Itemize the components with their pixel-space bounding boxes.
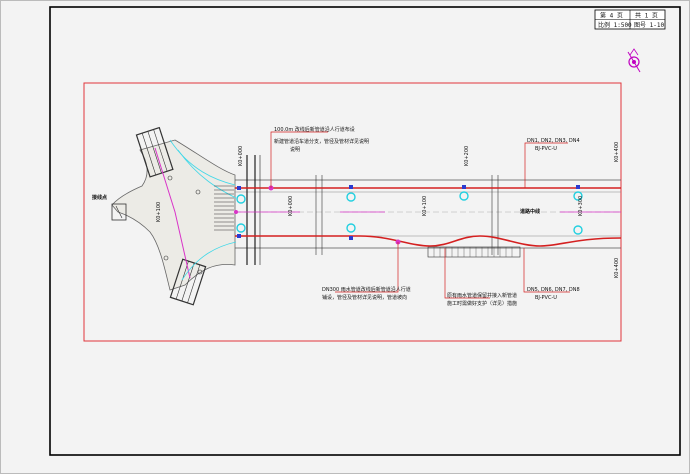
title-block: 第 4 页 共 1 页 比例 1:500 图号 1-10 bbox=[594, 9, 666, 30]
top-callout-line2: 新建管道沿车道分支，管径及管材详见说明 bbox=[274, 138, 369, 145]
station-intersection: K0+100 bbox=[156, 202, 162, 222]
station-right-bottom: K0+400 bbox=[614, 258, 620, 278]
sheet-number: 第 4 页 bbox=[600, 12, 623, 20]
scale-label: 比例 1:500 bbox=[598, 21, 632, 29]
main-road bbox=[235, 155, 621, 265]
bottom-center-line2: 施工时需做好支护（详见）措施 bbox=[447, 300, 517, 307]
bottom-mid-line1: DN300 雨水管道改线后新管道沿人行道 bbox=[322, 286, 411, 293]
top-callout-line3: 说明 bbox=[290, 146, 300, 153]
top-right-line2: BJ-PVC-U bbox=[535, 146, 557, 152]
north-arrow-icon bbox=[627, 48, 641, 73]
station-c: K0+200 bbox=[464, 146, 470, 166]
station-left-top: K0+000 bbox=[238, 146, 244, 166]
drawing-frame bbox=[49, 6, 681, 456]
bottom-right-line1: DN5, DN6, DN7, DN8 bbox=[527, 287, 580, 293]
station-d: K0+300 bbox=[578, 196, 584, 216]
drawing-number: 图号 1-10 bbox=[634, 22, 664, 29]
leader-lines bbox=[270, 131, 570, 299]
top-right-line1: DN1, DN2, DN3, DN4 bbox=[527, 138, 580, 144]
pipe-network bbox=[235, 187, 622, 247]
intersection bbox=[111, 126, 237, 306]
bottom-mid-line2: 铺设，管径及管材详见说明，管道坡向 bbox=[322, 294, 407, 301]
station-a: K0+000 bbox=[288, 196, 294, 216]
sheet-total: 共 1 页 bbox=[635, 12, 658, 20]
station-b: K0+100 bbox=[422, 196, 428, 216]
annotations: 100.0m 改线后新管道沿人行道布设 新建管道沿车道分支，管径及管材详见说明 … bbox=[91, 126, 620, 307]
bottom-center-line1: 原有雨水管道保留并接入新管道 bbox=[447, 292, 517, 299]
road-label: 道路中线 bbox=[520, 208, 540, 215]
left-label: 接线点 bbox=[91, 194, 107, 201]
station-e: K0+400 bbox=[614, 142, 620, 162]
bottom-right-line2: BJ-PVC-U bbox=[535, 295, 557, 301]
pipe-red-south bbox=[235, 235, 622, 247]
top-callout-line1: 100.0m 改线后新管道沿人行道布设 bbox=[274, 126, 355, 133]
